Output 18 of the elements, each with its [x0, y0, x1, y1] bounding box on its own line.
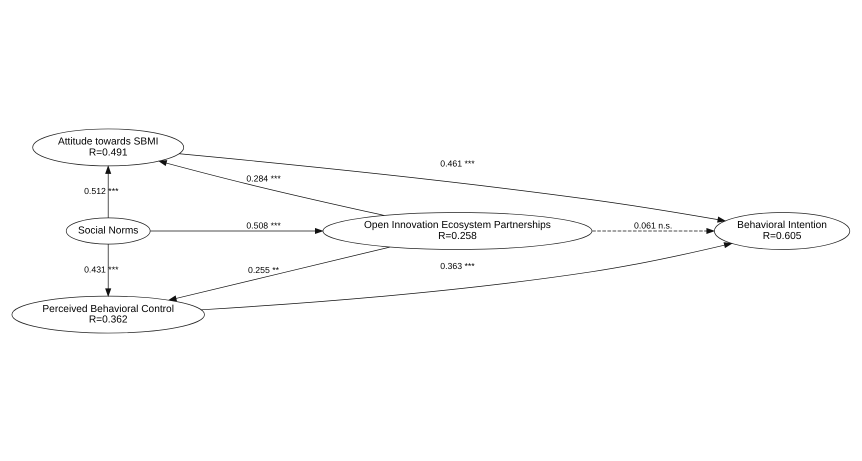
arrow [150, 227, 324, 234]
arrow [592, 227, 716, 234]
edge-label: 0.255 ** [248, 264, 280, 274]
arrow [178, 152, 726, 222]
node-ellipse: Social Norms [66, 217, 151, 244]
arrow [158, 160, 385, 216]
arrow [105, 243, 112, 297]
edge-label: 0.461 *** [440, 158, 475, 168]
arrow [105, 164, 112, 218]
edge-label: 0.284 *** [246, 172, 281, 183]
arrow [200, 242, 733, 310]
edge-label: 0.431 *** [84, 264, 119, 274]
edge-label: 0.363 *** [440, 260, 475, 271]
arrow [168, 246, 390, 301]
node-ellipse: Open Innovation Ecosystem Partnerships R=0.258 [322, 212, 592, 250]
edge-label: 0.061 n.s. [634, 220, 672, 230]
edge-label: 0.508 *** [246, 220, 281, 230]
edge-label: 0.512 *** [84, 186, 119, 196]
